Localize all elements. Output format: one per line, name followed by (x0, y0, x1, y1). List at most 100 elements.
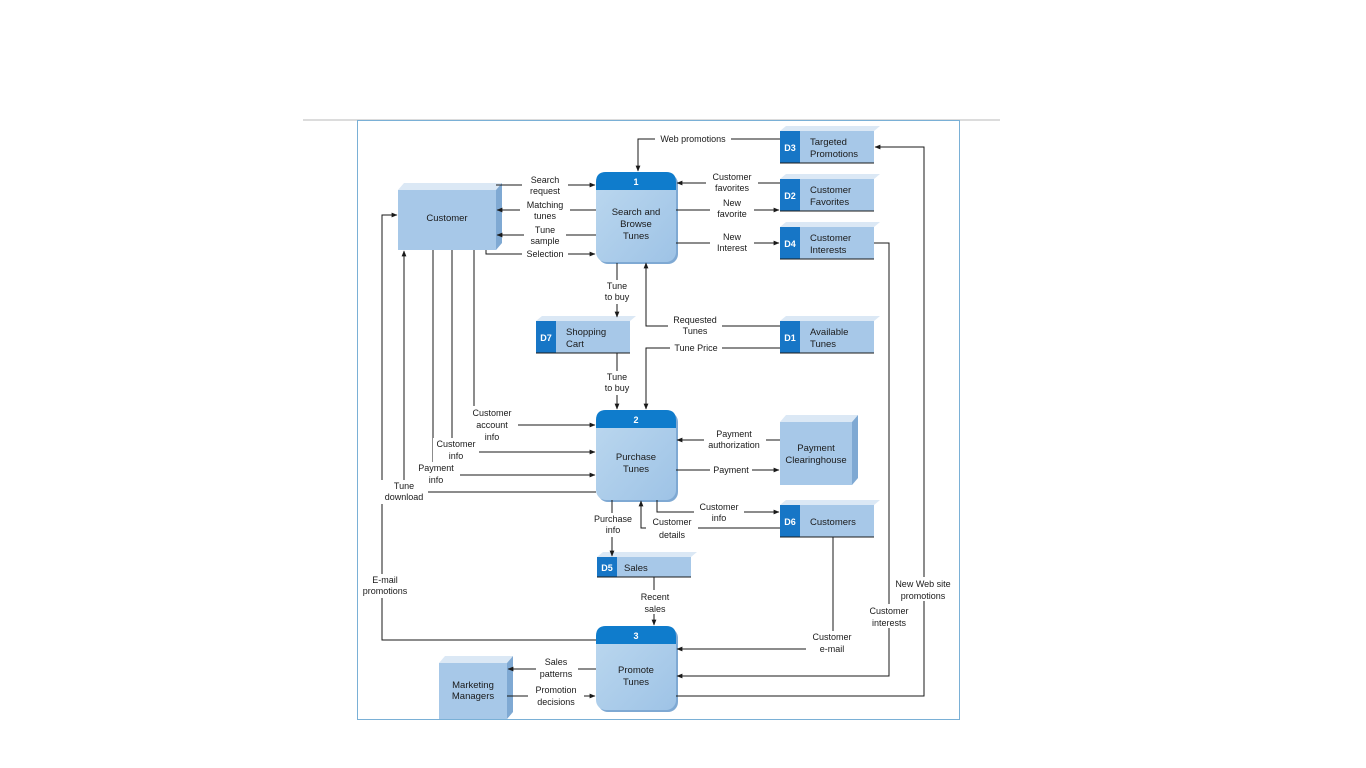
datastore-d1: D1 Available Tunes (780, 316, 880, 354)
flow-labels: Web promotions Search request Matching t… (358, 133, 954, 708)
flow-payment-info-2: info (429, 475, 444, 485)
flow-recent-sales-1: Recent (641, 592, 670, 602)
flow-requested-tunes-2: Tunes (683, 326, 708, 336)
datastore-d3-name-1: Targeted (810, 137, 847, 148)
flow-payment-authorization-1: Payment (716, 429, 752, 439)
process-3-number: 3 (633, 631, 638, 641)
process-2-number: 2 (633, 415, 638, 425)
flow-tune-sample-2: sample (530, 236, 559, 246)
datastore-d3: D3 Targeted Promotions (780, 126, 880, 164)
entity-marketing-managers-label-2: Managers (452, 691, 494, 702)
flow-selection: Selection (526, 249, 563, 259)
datastore-d4-name-2: Interests (810, 245, 847, 256)
entity-marketing-managers: Marketing Managers (439, 656, 513, 719)
flow-new-interest-2: Interest (717, 243, 748, 253)
process-3-name-2: Tunes (623, 677, 649, 688)
flow-tune-price: Tune Price (674, 343, 717, 353)
flow-promotion-decisions-1: Promotion (535, 685, 576, 695)
flow-new-favorite-2: favorite (717, 209, 747, 219)
entity-payment-clearinghouse-label-1: Payment (797, 443, 835, 454)
flow-new-interest-1: New (723, 232, 742, 242)
process-1: 1 Search and Browse Tunes (596, 172, 678, 264)
datastore-d7-id: D7 (540, 333, 552, 343)
flow-tune-to-buy-2-line-1: Tune (607, 372, 627, 382)
flow-new-web-site-promotions-2: promotions (901, 591, 946, 601)
process-2: 2 Purchase Tunes (596, 410, 678, 502)
datastore-d5-id: D5 (601, 563, 613, 573)
datastore-d5-name-1: Sales (624, 563, 648, 574)
entity-payment-clearinghouse: Payment Clearinghouse (780, 415, 858, 485)
flow-customer-email-1: Customer (812, 632, 851, 642)
process-1-name-2: Browse (620, 219, 652, 230)
flow-tune-sample-1: Tune (535, 225, 555, 235)
flow-search-request-1: Search (531, 175, 560, 185)
flow-new-web-site-promotions-1: New Web site (895, 579, 950, 589)
datastore-d6-name-1: Customers (810, 517, 856, 528)
datastore-d5: D5 Sales (597, 552, 697, 578)
flow-matching-tunes-1: Matching (527, 200, 564, 210)
datastore-d4-name-1: Customer (810, 233, 851, 244)
flow-customer-info-2-line-1: Customer (699, 502, 738, 512)
datastore-d7-name-2: Cart (566, 339, 584, 350)
datastore-d6: D6 Customers (780, 500, 880, 538)
flow-customer-interests-1: Customer (869, 606, 908, 616)
entity-customer: Customer (398, 183, 502, 250)
flow-customer-info-1: Customer (436, 439, 475, 449)
datastore-d2: D2 Customer Favorites (780, 174, 880, 212)
datastore-d3-name-2: Promotions (810, 149, 858, 160)
flow-tune-to-buy-1-line-1: Tune (607, 281, 627, 291)
process-3-name-1: Promote (618, 665, 654, 676)
datastore-d2-name-1: Customer (810, 185, 851, 196)
process-2-name-1: Purchase (616, 452, 656, 463)
datastore-d1-name-2: Tunes (810, 339, 836, 350)
flow-purchase-info-2: info (606, 525, 621, 535)
datastore-d3-id: D3 (784, 143, 796, 153)
flow-sales-patterns-2: patterns (540, 669, 573, 679)
datastore-d1-id: D1 (784, 333, 796, 343)
datastore-d7: D7 Shopping Cart (536, 316, 636, 354)
flow-customer-account-info-1: Customer (472, 408, 511, 418)
flow-recent-sales-2: sales (644, 604, 666, 614)
flow-payment: Payment (713, 465, 749, 475)
flow-payment-info-1: Payment (418, 463, 454, 473)
flow-tune-download-1: Tune (394, 481, 414, 491)
flow-customer-info-2: info (449, 451, 464, 461)
datastore-d1-name-1: Available (810, 327, 848, 338)
flow-search-request-2: request (530, 186, 561, 196)
entity-marketing-managers-label-1: Marketing (452, 680, 494, 691)
datastore-d7-name-1: Shopping (566, 327, 606, 338)
process-3: 3 Promote Tunes (596, 626, 678, 712)
datastore-d2-name-2: Favorites (810, 197, 849, 208)
flow-matching-tunes-2: tunes (534, 211, 557, 221)
flow-customer-email-2: e-mail (820, 644, 845, 654)
process-1-name-3: Tunes (623, 231, 649, 242)
flow-customer-details-2: details (659, 530, 686, 540)
flow-purchase-info-1: Purchase (594, 514, 632, 524)
flow-promotion-decisions-2: decisions (537, 697, 575, 707)
flow-tune-to-buy-1-line-2: to buy (605, 292, 630, 302)
flow-customer-info-2-line-2: info (712, 513, 727, 523)
flow-tune-download-2: download (385, 492, 424, 502)
flow-email-promotions-1: E-mail (372, 575, 398, 585)
flow-customer-favorites-1: Customer (712, 172, 751, 182)
flow-payment-authorization-2: authorization (708, 440, 760, 450)
diagram-frame (357, 120, 960, 720)
flow-customer-interests-2: interests (872, 618, 907, 628)
entity-customer-label: Customer (426, 213, 467, 224)
datastore-d4-id: D4 (784, 239, 796, 249)
flow-email-promotions-2: promotions (363, 586, 408, 596)
process-1-name-1: Search and (612, 207, 661, 218)
flow-tune-to-buy-2-line-2: to buy (605, 383, 630, 393)
flow-new-favorite-1: New (723, 198, 742, 208)
datastore-d6-id: D6 (784, 517, 796, 527)
process-1-number: 1 (633, 177, 638, 187)
flow-web-promotions: Web promotions (660, 134, 726, 144)
flow-customer-favorites-2: favorites (715, 183, 750, 193)
process-2-name-2: Tunes (623, 464, 649, 475)
entity-payment-clearinghouse-label-2: Clearinghouse (785, 455, 846, 466)
datastore-d4: D4 Customer Interests (780, 222, 880, 260)
flow-requested-tunes-1: Requested (673, 315, 717, 325)
flow-sales-patterns-1: Sales (545, 657, 568, 667)
flow-customer-account-info-3: info (485, 432, 500, 442)
